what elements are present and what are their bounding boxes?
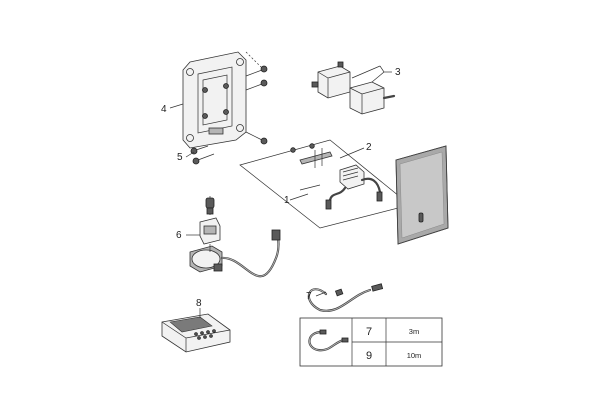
callout-1: 1: [284, 195, 290, 206]
callout-6: 6: [176, 230, 182, 241]
callout-4: 4: [161, 104, 167, 115]
wall-box-assembly: [239, 139, 411, 229]
solenoid-valve: [189, 196, 281, 278]
sensor-electronics: [325, 164, 383, 210]
mounting-bracket: [290, 143, 333, 168]
cable-length-table: 7 3m 9 10m: [299, 317, 443, 367]
sensor-window: [418, 212, 424, 223]
callout-7: 7: [306, 291, 312, 302]
callout-labels: 1 2 3 4 5 6 7 8: [161, 67, 401, 309]
screw: [190, 145, 209, 155]
screw: [245, 131, 268, 145]
callout-leaders: [169, 71, 392, 318]
table-row-length: 10m: [407, 351, 422, 360]
screw-set: [190, 51, 268, 165]
table-row-length: 3m: [409, 327, 419, 336]
table-row-number: 9: [366, 350, 372, 362]
cover-plate: [395, 145, 449, 245]
screw: [245, 79, 268, 91]
screw: [192, 153, 215, 165]
mounting-frame: [182, 51, 247, 149]
callout-3: 3: [395, 67, 401, 78]
table-cable-icon: [308, 329, 349, 352]
callout-8: 8: [196, 298, 202, 309]
callout-5: 5: [177, 152, 183, 163]
extension-cable: [307, 283, 384, 312]
table-row-number: 7: [366, 326, 372, 338]
callout-2: 2: [366, 142, 372, 153]
power-supply-unit: [311, 61, 396, 115]
remote-control: [161, 313, 231, 353]
screw: [245, 65, 268, 77]
